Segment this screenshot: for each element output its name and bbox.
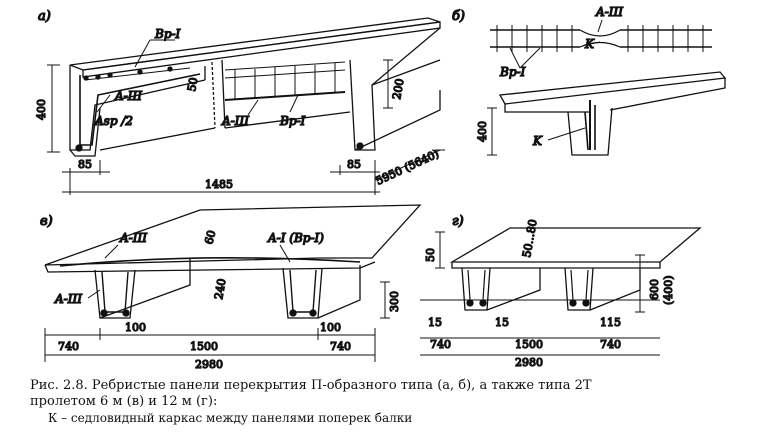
label-g-15-b: 15 bbox=[495, 316, 509, 329]
label-g-5080: 50...80 bbox=[520, 218, 539, 258]
label-b-400: 400 bbox=[476, 121, 489, 142]
label-b-a3: A-III bbox=[595, 5, 623, 19]
label-v-100-a: 100 bbox=[125, 321, 146, 334]
label-v-a3-top: A-III bbox=[119, 231, 147, 245]
label-v-300: 300 bbox=[388, 291, 401, 312]
panel-label-b: б) bbox=[452, 9, 465, 24]
label-v-100-b: 100 bbox=[320, 321, 341, 334]
label-a-400: 400 bbox=[35, 99, 48, 120]
label-v-60: 60 bbox=[202, 229, 218, 246]
panel-v-drawing bbox=[44, 204, 422, 362]
panel-label-a: а) bbox=[38, 9, 51, 24]
label-g-400: (400) bbox=[662, 275, 675, 305]
caption-line-1: Рис. 2.8. Ребристые панели перекрытия П-… bbox=[30, 378, 592, 393]
label-a-a3-left: A-III bbox=[114, 89, 142, 103]
label-g-15-a: 15 bbox=[428, 316, 442, 329]
label-g-600: 600 bbox=[648, 279, 661, 300]
label-g-2980: 2980 bbox=[515, 356, 543, 369]
label-g-1500: 1500 bbox=[515, 338, 543, 351]
label-g-115: 115 bbox=[600, 316, 621, 329]
panel-b-drawing bbox=[487, 19, 727, 156]
label-a-85-right: 85 bbox=[347, 158, 361, 171]
label-g-740-a: 740 bbox=[430, 338, 451, 351]
label-g-740-b: 740 bbox=[600, 338, 621, 351]
label-b-k-top: K bbox=[584, 37, 595, 51]
panel-g-drawing bbox=[420, 227, 702, 356]
caption-line-2: пролетом 6 м (в) и 12 м (г): bbox=[30, 394, 218, 409]
label-v-a1: A-I (Вр-I) bbox=[267, 231, 324, 245]
panel-a-drawing bbox=[47, 17, 445, 195]
label-b-k-bottom: K bbox=[532, 134, 543, 148]
label-v-240: 240 bbox=[212, 278, 228, 301]
label-v-2980: 2980 bbox=[195, 358, 223, 371]
label-a-asp: Asp /2 bbox=[94, 114, 133, 128]
label-g-50: 50 bbox=[424, 248, 437, 262]
label-v-a3-left: A-III bbox=[54, 292, 82, 306]
label-a-1485: 1485 bbox=[205, 178, 233, 191]
label-v-740-a: 740 bbox=[58, 340, 79, 353]
label-v-1500: 1500 bbox=[190, 340, 218, 353]
label-a-bp1-mid: Вр-I bbox=[279, 114, 306, 128]
label-a-a3-mid: A-III bbox=[221, 114, 249, 128]
label-v-740-b: 740 bbox=[330, 340, 351, 353]
label-a-5950: 5950 (5640) bbox=[374, 147, 441, 188]
label-a-85-left: 85 bbox=[78, 158, 92, 171]
label-a-bp1-top: Вр-I bbox=[154, 27, 181, 41]
label-a-50: 50 bbox=[185, 76, 200, 92]
panel-label-v: в) bbox=[40, 214, 53, 229]
label-a-200: 200 bbox=[390, 78, 406, 101]
panel-label-g: г) bbox=[452, 214, 464, 229]
label-b-bp1: Вр-I bbox=[499, 65, 526, 79]
caption-line-3: К – седловидный каркас между панелями по… bbox=[48, 411, 413, 425]
